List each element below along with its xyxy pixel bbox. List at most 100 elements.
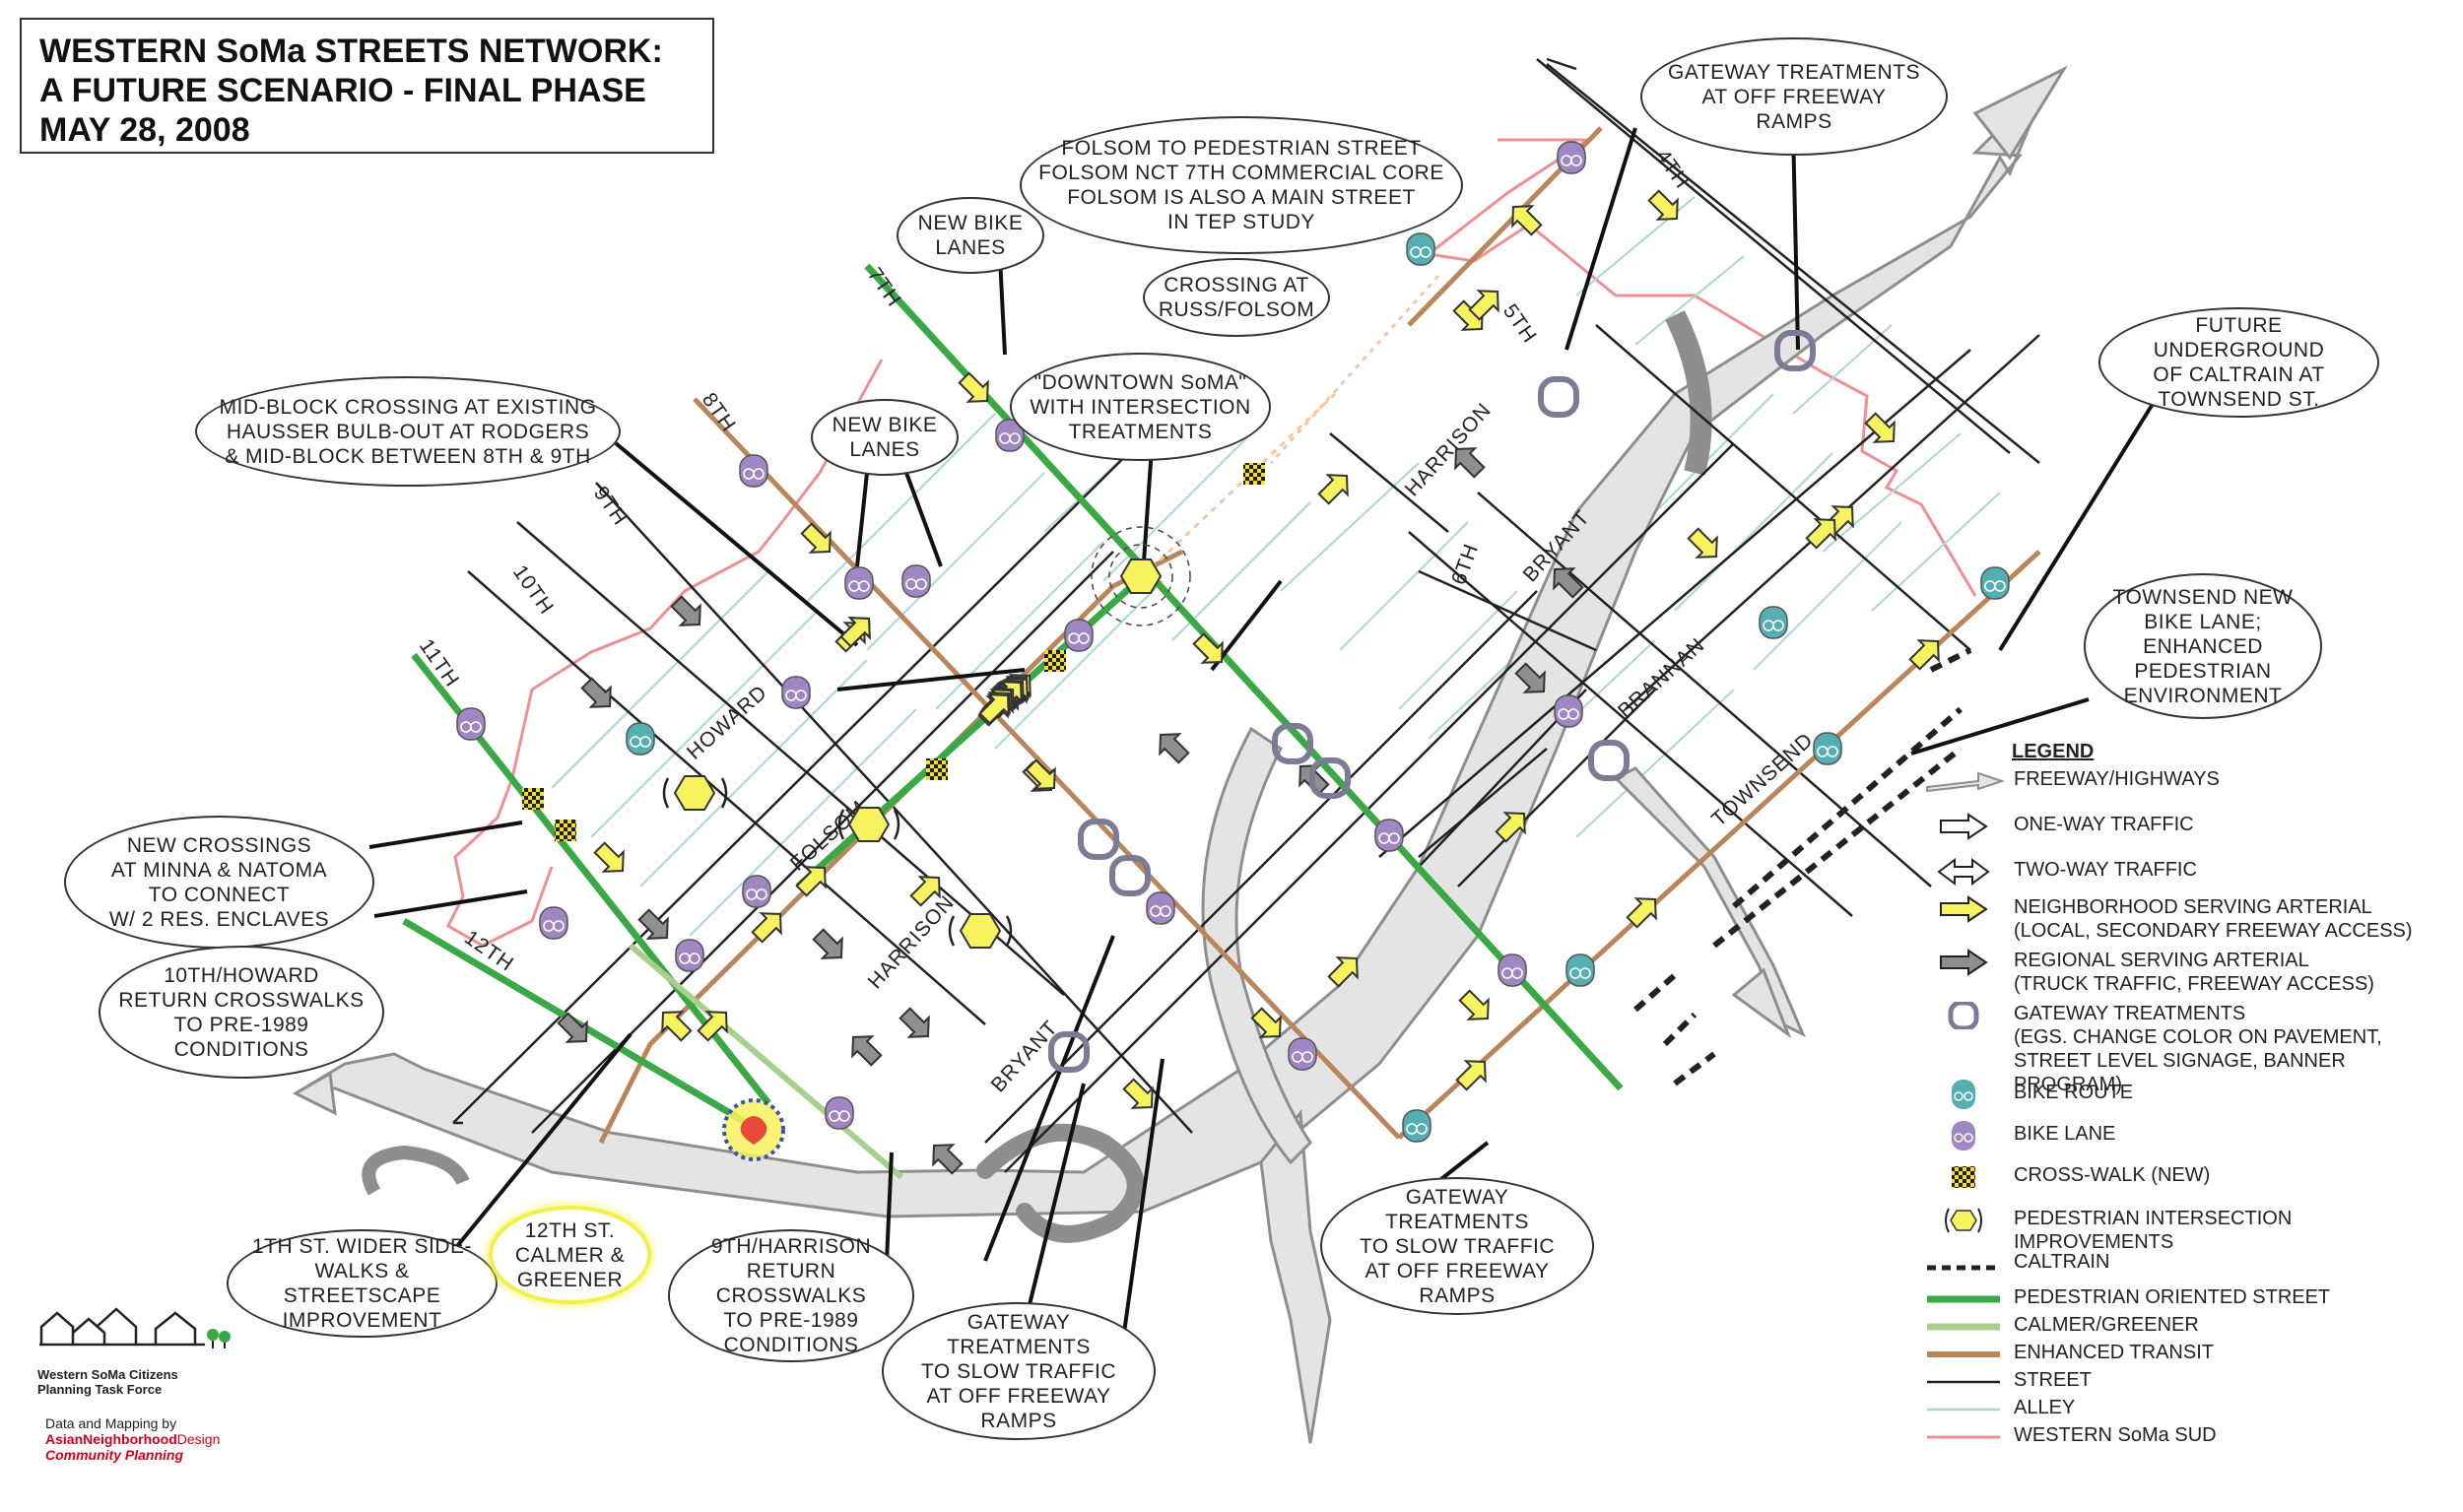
label-10th: 10TH xyxy=(508,561,559,620)
yellow-arrow-icon xyxy=(1940,895,1988,923)
freeway-arrow-icon xyxy=(1926,771,2006,793)
gray-arrow xyxy=(575,672,621,717)
downtown-soma-ring xyxy=(1091,526,1191,626)
ped-intersection-marker xyxy=(674,775,715,811)
credit-line: Data and Mapping by xyxy=(45,1415,177,1431)
downtown-soma-ring-inner xyxy=(1108,544,1173,609)
bike-lane-icon xyxy=(1498,953,1527,987)
pedestrian-intersections xyxy=(662,559,1162,949)
credit-asian: Asian xyxy=(45,1431,84,1447)
label-brannan: BRANNAN xyxy=(1614,633,1709,722)
bike-lane-icon xyxy=(844,566,874,600)
crosswalk-marker xyxy=(522,788,544,810)
bike-lane-icon xyxy=(1146,891,1175,925)
caltrain-line-icon xyxy=(1927,1265,2000,1271)
legend-row-bike-lane: BIKE LANE xyxy=(1919,1121,2451,1163)
legend-row-calmer-greener: CALMER/GREENER xyxy=(1919,1313,2451,1341)
credit-community: Community Planning xyxy=(45,1447,183,1463)
bike-lane-icon xyxy=(781,676,811,709)
legend-row-caltrain: CALTRAIN xyxy=(1919,1250,2451,1285)
crosswalk-marker xyxy=(1044,650,1066,672)
ped-intersection-marker xyxy=(960,913,1001,949)
task-force-logo: Western SoMa Citizens Planning Task Forc… xyxy=(37,1305,294,1397)
callout-new-bike-lanes-1: NEW BIKE LANES xyxy=(897,197,1044,274)
callout-gateway-top: GATEWAY TREATMENTS AT OFF FREEWAY RAMPS xyxy=(1640,37,1948,156)
label-harrison-e: HARRISON xyxy=(1401,399,1497,501)
logo-org-name: Western SoMa Citizens Planning Task Forc… xyxy=(37,1367,178,1397)
gateway-ring xyxy=(1081,822,1116,857)
callout-harrison-return: 9TH/HARRISON RETURN CROSSWALKS TO PRE-19… xyxy=(668,1229,914,1362)
label-howard: HOWARD xyxy=(683,681,771,764)
black-line-icon xyxy=(1927,1380,2000,1384)
credit-neighborhood: Neighborhood xyxy=(83,1431,177,1447)
label-harrison-w: HARRISON xyxy=(864,891,960,994)
map-legend: LEGEND FREEWAY/HIGHWAYS ONE-WAY TRAFFIC … xyxy=(1919,741,2451,1451)
callout-folsom-pedestrian: FOLSOM TO PEDESTRIAN STREET FOLSOM NCT 7… xyxy=(1020,116,1463,254)
legend-row-one-way: ONE-WAY TRAFFIC xyxy=(1919,813,2451,840)
label-townsend: TOWNSEND xyxy=(1707,729,1818,831)
calmer-greener-street xyxy=(629,943,903,1180)
legend-row-alley: ALLEY xyxy=(1919,1396,2451,1423)
bike-lane-icon xyxy=(739,454,768,488)
gray-arrow xyxy=(807,923,852,968)
callout-townsend-bike-lane: TOWNSEND NEW BIKE LANE; ENHANCED PEDESTR… xyxy=(2084,573,2322,719)
alley-line-icon xyxy=(1927,1408,2000,1412)
crosswalk-marker xyxy=(1243,463,1265,485)
new-crosswalks xyxy=(522,463,1265,841)
callout-wider-sidewalks: 1TH ST. WIDER SIDE- WALKS & STREETSCAPE … xyxy=(227,1229,498,1338)
bike-route-icon xyxy=(1813,732,1842,765)
ped-intersection-icon xyxy=(1945,1208,1982,1233)
bike-route-icon xyxy=(1952,1080,1975,1109)
crosswalk-marker xyxy=(555,820,576,841)
legend-row-pedestrian-street: PEDESTRIAN ORIENTED STREET xyxy=(1919,1285,2451,1313)
yellow-arrow xyxy=(1312,465,1358,510)
legend-row-bike-route: BIKE ROUTE xyxy=(1919,1080,2451,1122)
bike-lane-icon xyxy=(456,707,486,741)
bike-lane-icon xyxy=(1374,819,1404,852)
gateway-ring-icon xyxy=(1948,1002,1979,1029)
label-6th: 6TH xyxy=(1447,541,1483,588)
pink-line-icon xyxy=(1927,1435,2000,1439)
callout-calmer-greener: 12TH ST. CALMER & GREENER xyxy=(489,1206,651,1304)
legend-row-two-way: TWO-WAY TRAFFIC xyxy=(1919,858,2451,886)
legend-row-crosswalk: CROSS-WALK (NEW) xyxy=(1919,1163,2451,1207)
bike-route-icon xyxy=(626,722,655,756)
yellow-arrow xyxy=(588,836,633,882)
light-green-line-icon xyxy=(1927,1323,2000,1331)
two-way-arrow-icon xyxy=(1937,858,1990,886)
bike-lane-icon xyxy=(539,906,568,940)
calmer-greener-highlight xyxy=(722,1098,785,1161)
bike-lane-icon xyxy=(1064,619,1094,652)
bike-lane-icon xyxy=(901,564,931,598)
yellow-arrow xyxy=(652,1002,698,1047)
bike-route-icon xyxy=(1759,606,1788,639)
legend-row-gateway: GATEWAY TREATMENTS (EGS. CHANGE COLOR ON… xyxy=(1919,1002,2451,1095)
title-line-2: A FUTURE SCENARIO - FINAL PHASE xyxy=(39,72,646,109)
label-5th: 5TH xyxy=(1498,300,1541,348)
gray-arrow xyxy=(1150,724,1195,769)
legend-row-street: STREET xyxy=(1919,1368,2451,1396)
gateway-ring xyxy=(1112,858,1148,893)
legend-row-sud: WESTERN SoMa SUD xyxy=(1919,1423,2451,1451)
callout-downtown-soma: "DOWNTOWN SoMA" WITH INTERSECTION TREATM… xyxy=(1010,353,1271,461)
bike-lane-icon xyxy=(1288,1037,1317,1071)
bike-lane-icon xyxy=(742,875,771,908)
gray-arrow xyxy=(894,1002,939,1047)
russ-folsom-link xyxy=(1141,392,1337,578)
label-9th: 9TH xyxy=(589,483,632,530)
crosswalk-marker xyxy=(926,758,948,780)
gateway-ring xyxy=(1591,743,1627,778)
title-line-1: WESTERN SoMa STREETS NETWORK: xyxy=(39,33,663,70)
bike-lane-icon xyxy=(1952,1121,1975,1150)
ped-intersection-marker xyxy=(1120,559,1162,594)
yellow-arrow xyxy=(1859,407,1904,452)
legend-row-freeway: FREEWAY/HIGHWAYS xyxy=(1919,767,2451,795)
bike-route-icon xyxy=(1980,566,2010,600)
yellow-arrow xyxy=(1682,522,1727,567)
legend-title: LEGEND xyxy=(2012,741,2095,762)
legend-row-enhanced-transit: ENHANCED TRANSIT xyxy=(1919,1341,2451,1368)
ped-intersection-marker xyxy=(848,807,890,842)
brown-line-icon xyxy=(1927,1351,2000,1357)
legend-row-neighborhood-arterial: NEIGHBORHOOD SERVING ARTERIAL (LOCAL, SE… xyxy=(1919,895,2451,949)
